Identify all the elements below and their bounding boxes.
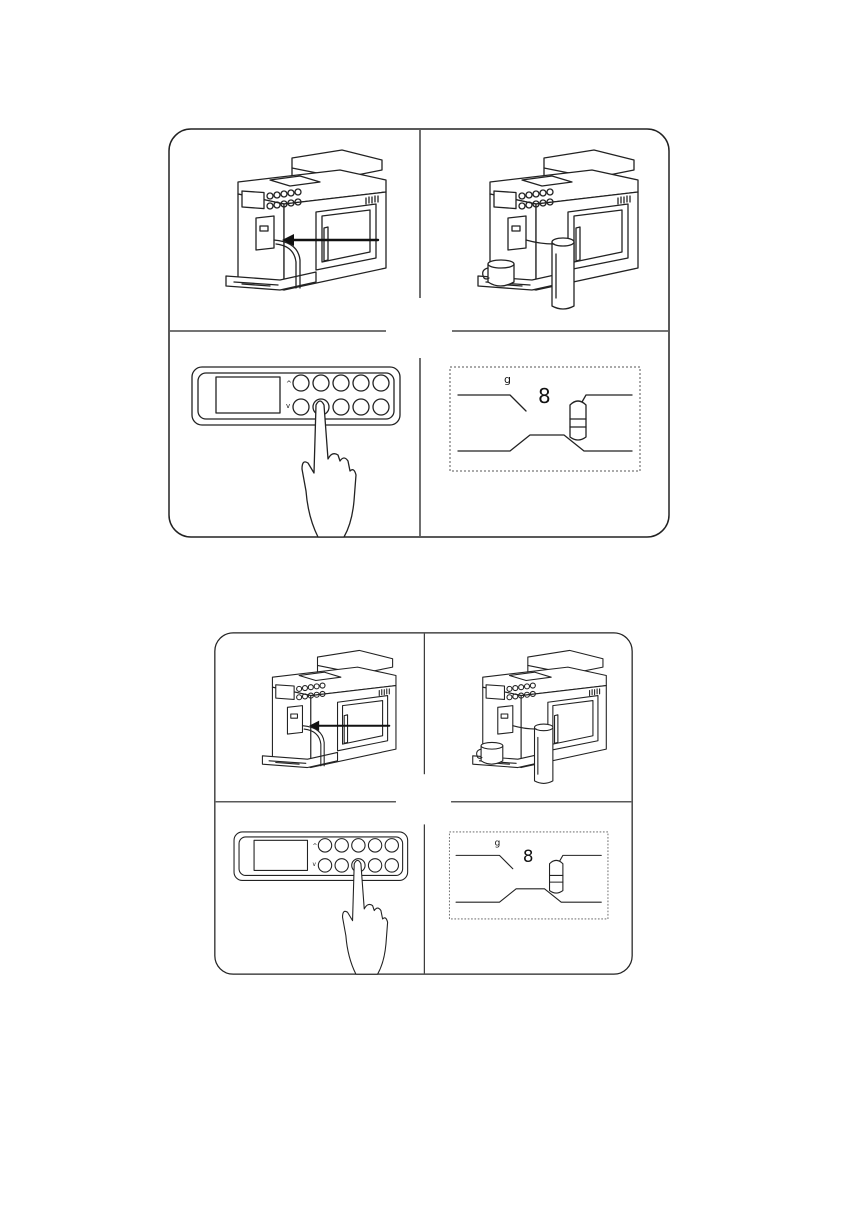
milk-container-icon (535, 727, 553, 783)
panel-control-finger: ^ v (192, 367, 400, 537)
display-screen (450, 367, 640, 471)
center-gap (386, 298, 452, 358)
instruction-figure-1: ^ v g 8 (168, 128, 670, 538)
display-screen (449, 832, 608, 919)
panel-display: g 8 (449, 832, 608, 919)
milk-froth-icon (550, 860, 563, 893)
display-digit: 8 (538, 384, 551, 408)
milk-froth-icon (570, 401, 586, 440)
panel-control-finger: ^ v (234, 832, 408, 974)
figure-1-svg: ^ v g 8 (168, 128, 670, 538)
display-glyph-g: g (504, 373, 511, 386)
panel-display: g 8 (450, 367, 640, 471)
panel-machine-cup-milk (478, 150, 638, 309)
milk-container-icon (552, 242, 574, 309)
figure-2-svg: ^ v g 8 (214, 632, 633, 975)
svg-text:v: v (312, 862, 316, 868)
panel-machine-arrow (262, 650, 396, 767)
svg-text:^: ^ (286, 380, 292, 388)
panel-machine-cup-milk (473, 650, 607, 783)
display-digit: 8 (523, 846, 534, 866)
lcd-screen (216, 377, 280, 413)
instruction-figure-2: ^ v g 8 (214, 632, 633, 975)
svg-text:^: ^ (312, 844, 317, 850)
center-gap (396, 774, 451, 824)
panel-machine-arrow (226, 150, 386, 290)
lcd-screen (254, 840, 307, 870)
display-glyph-g: g (494, 837, 500, 848)
svg-text:v: v (286, 402, 290, 410)
